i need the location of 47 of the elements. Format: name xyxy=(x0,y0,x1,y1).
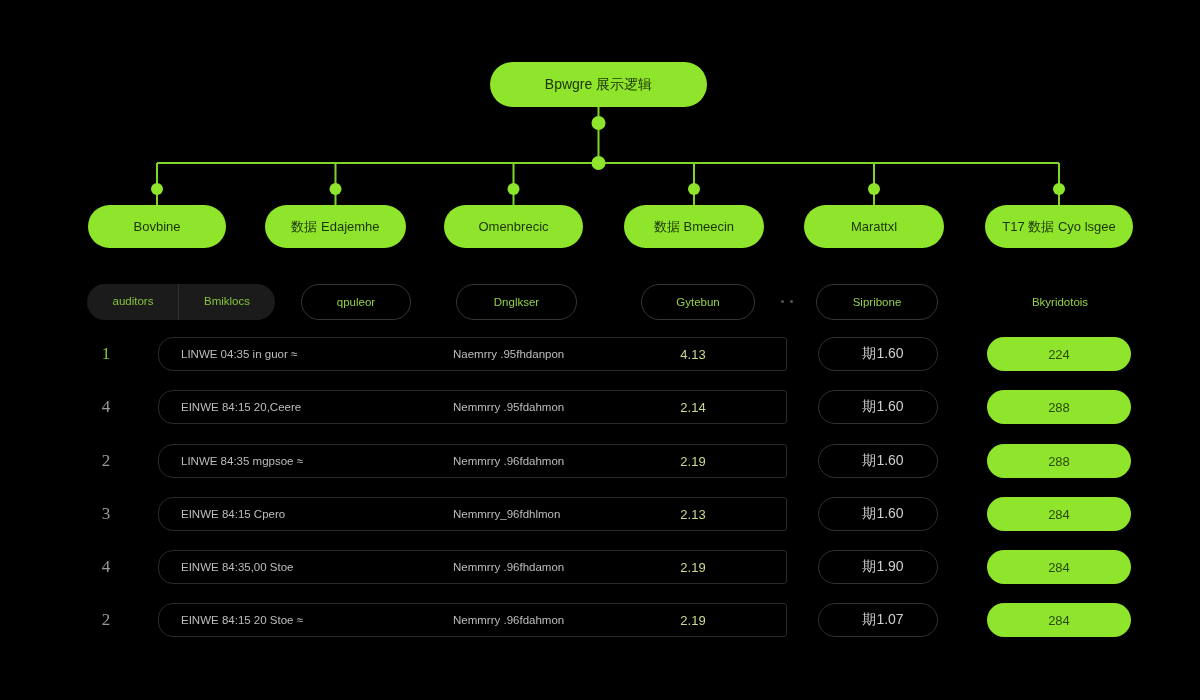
category-pill: 数据 Edajemhe xyxy=(265,205,406,248)
row-detail: Nemmrry .96fhdamon xyxy=(453,561,565,573)
category-pill: 数据 Bmeecin xyxy=(624,205,764,248)
row-number: 4 xyxy=(101,397,111,417)
row-detail: Nemmrry .95fdahmon xyxy=(453,401,565,413)
category-pill: Marattxl xyxy=(804,205,944,248)
row-value: 2.19 xyxy=(680,559,706,575)
score-pill: 284 xyxy=(987,550,1131,584)
row-detail: Nemmrry_96fdhlmon xyxy=(453,508,561,520)
score-pill: 224 xyxy=(987,337,1131,371)
row-label: EINWE 84:15 20,Ceere xyxy=(181,401,302,413)
table-row xyxy=(158,497,787,531)
score-pill: 284 xyxy=(987,497,1131,531)
row-detail: Nemmrry .96fdahmon xyxy=(453,455,565,467)
score-pill: 284 xyxy=(987,603,1131,637)
tab-label: Bmiklocs xyxy=(204,295,250,307)
table-row xyxy=(158,603,787,637)
category-pill: T17 数据 Cyo lsgee xyxy=(985,205,1133,248)
row-number: 3 xyxy=(101,504,111,524)
table-row xyxy=(158,337,787,371)
row-value: 4.13 xyxy=(680,346,706,362)
row-detail: Nemmrry .96fdahmon xyxy=(453,614,565,626)
row-label: EINWE 84:15 20 Stoe ≈ xyxy=(181,614,303,626)
score-pill: 288 xyxy=(987,444,1131,478)
row-number: 2 xyxy=(101,451,111,471)
score-pill: 288 xyxy=(987,390,1131,424)
category-pill: Bovbine xyxy=(88,205,226,248)
row-label: EINWE 84:35,00 Stoe xyxy=(181,561,294,573)
row-label: LINWE 04:35 in guor ≈ xyxy=(181,348,298,360)
row-detail: Naemrry .95fhdanpon xyxy=(453,348,565,360)
row-number: 2 xyxy=(101,610,111,630)
column-header-label: Bkyridotois xyxy=(1031,296,1089,308)
table-row xyxy=(158,550,787,584)
row-value: 2.19 xyxy=(680,612,706,628)
row-value: 2.14 xyxy=(680,399,706,415)
segmented-header-tab xyxy=(87,284,275,320)
row-value: 2.19 xyxy=(680,453,706,469)
root-pill: Bpwgre 展示逻辑 xyxy=(490,62,707,107)
category-pill: Omenbrecic xyxy=(444,205,583,248)
row-number: 1 xyxy=(101,344,111,364)
table-row xyxy=(158,444,787,478)
row-label: LINWE 84:35 mgpsoe ≈ xyxy=(181,455,303,467)
row-value: 2.13 xyxy=(680,506,706,522)
tab-label: auditors xyxy=(112,295,154,307)
table-row xyxy=(158,390,787,424)
row-label: EINWE 84:15 Cpero xyxy=(181,508,286,520)
row-number: 4 xyxy=(101,557,111,577)
